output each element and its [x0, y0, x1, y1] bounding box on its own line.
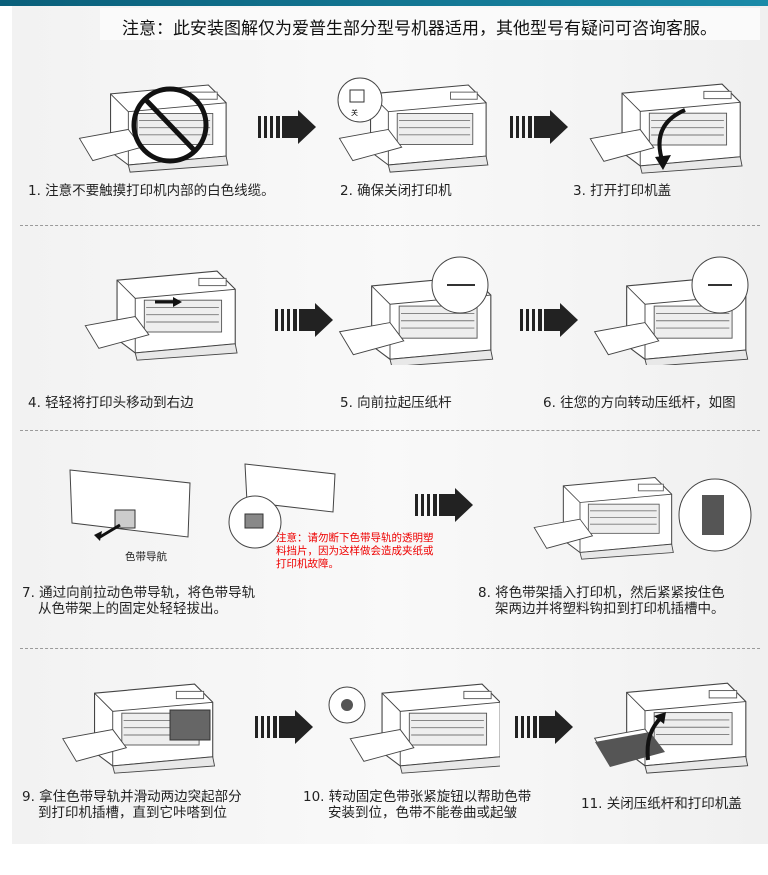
step3-caption: 3. 打开打印机盖 — [573, 183, 672, 199]
step9-illustration — [45, 675, 235, 775]
step10-caption-line2: 安装到位，色带不能卷曲或起皱 — [328, 805, 517, 821]
power-off-label: 关 — [351, 108, 358, 117]
step3-illustration — [585, 75, 750, 175]
top-accent-bar — [0, 0, 768, 6]
notice-banner: 注意：此安装图解仅为爱普生部分型号机器适用，其他型号有疑问可咨询客服。 — [100, 8, 760, 40]
ribbon-guide-detail-illustration — [228, 463, 336, 549]
step5-caption: 5. 向前拉起压纸杆 — [340, 395, 452, 411]
step1-caption: 1. 注意不要触摸打印机内部的白色线缆。 — [28, 183, 275, 199]
step8-illustration — [533, 476, 752, 560]
divider — [20, 430, 760, 431]
step8-caption-line2: 架两边并将塑料钩扣到打印机插槽中。 — [495, 601, 725, 617]
ribbon-guide-label: 色带导航 — [125, 551, 167, 563]
arrow-icon — [415, 488, 475, 522]
step4-caption: 4. 轻轻将打印头移动到右边 — [28, 395, 194, 411]
step2-illustration: 关 — [337, 77, 495, 175]
arrow-icon — [255, 710, 315, 744]
step1-illustration — [75, 75, 235, 175]
step6-illustration — [590, 256, 749, 365]
arrow-icon — [258, 110, 318, 144]
ribbon-cartridge-illustration — [69, 469, 191, 541]
step6-caption: 6. 往您的方向转动压纸杆，如图 — [543, 395, 736, 411]
step10-illustration — [328, 675, 500, 775]
notice-text: 注意：此安装图解仅为爱普生部分型号机器适用，其他型号有疑问可咨询客服。 — [122, 19, 717, 39]
arrow-icon — [275, 303, 335, 337]
step11-illustration — [590, 672, 755, 777]
warning-note: 注意：请勿断下色带导轨的透明塑料挡片，因为这样做会造成夹纸或打印机故障。 — [276, 532, 434, 570]
step11-caption: 11. 关闭压纸杆和打印机盖 — [581, 796, 742, 812]
step7-caption-line2: 从色带架上的固定处轻轻拔出。 — [38, 601, 227, 617]
divider — [20, 648, 760, 649]
divider — [20, 225, 760, 226]
step5-illustration — [335, 256, 500, 365]
step2-caption: 2. 确保关闭打印机 — [340, 183, 452, 199]
step8-caption-line1: 8. 将色带架插入打印机，然后紧紧按住色 — [478, 585, 725, 601]
arrow-icon — [515, 710, 575, 744]
step10-caption-line1: 10. 转动固定色带张紧旋钮以帮助色带 — [303, 789, 532, 805]
step9-caption-line2: 到打印机插槽，直到它咔嗒到位 — [38, 805, 227, 821]
arrow-icon — [520, 303, 580, 337]
step7-caption-line1: 7. 通过向前拉动色带导轨，将色带导轨 — [22, 585, 256, 601]
step9-caption-line1: 9. 拿住色带导轨并滑动两边突起部分 — [22, 789, 242, 805]
step4-illustration — [80, 262, 245, 362]
arrow-icon — [510, 110, 570, 144]
